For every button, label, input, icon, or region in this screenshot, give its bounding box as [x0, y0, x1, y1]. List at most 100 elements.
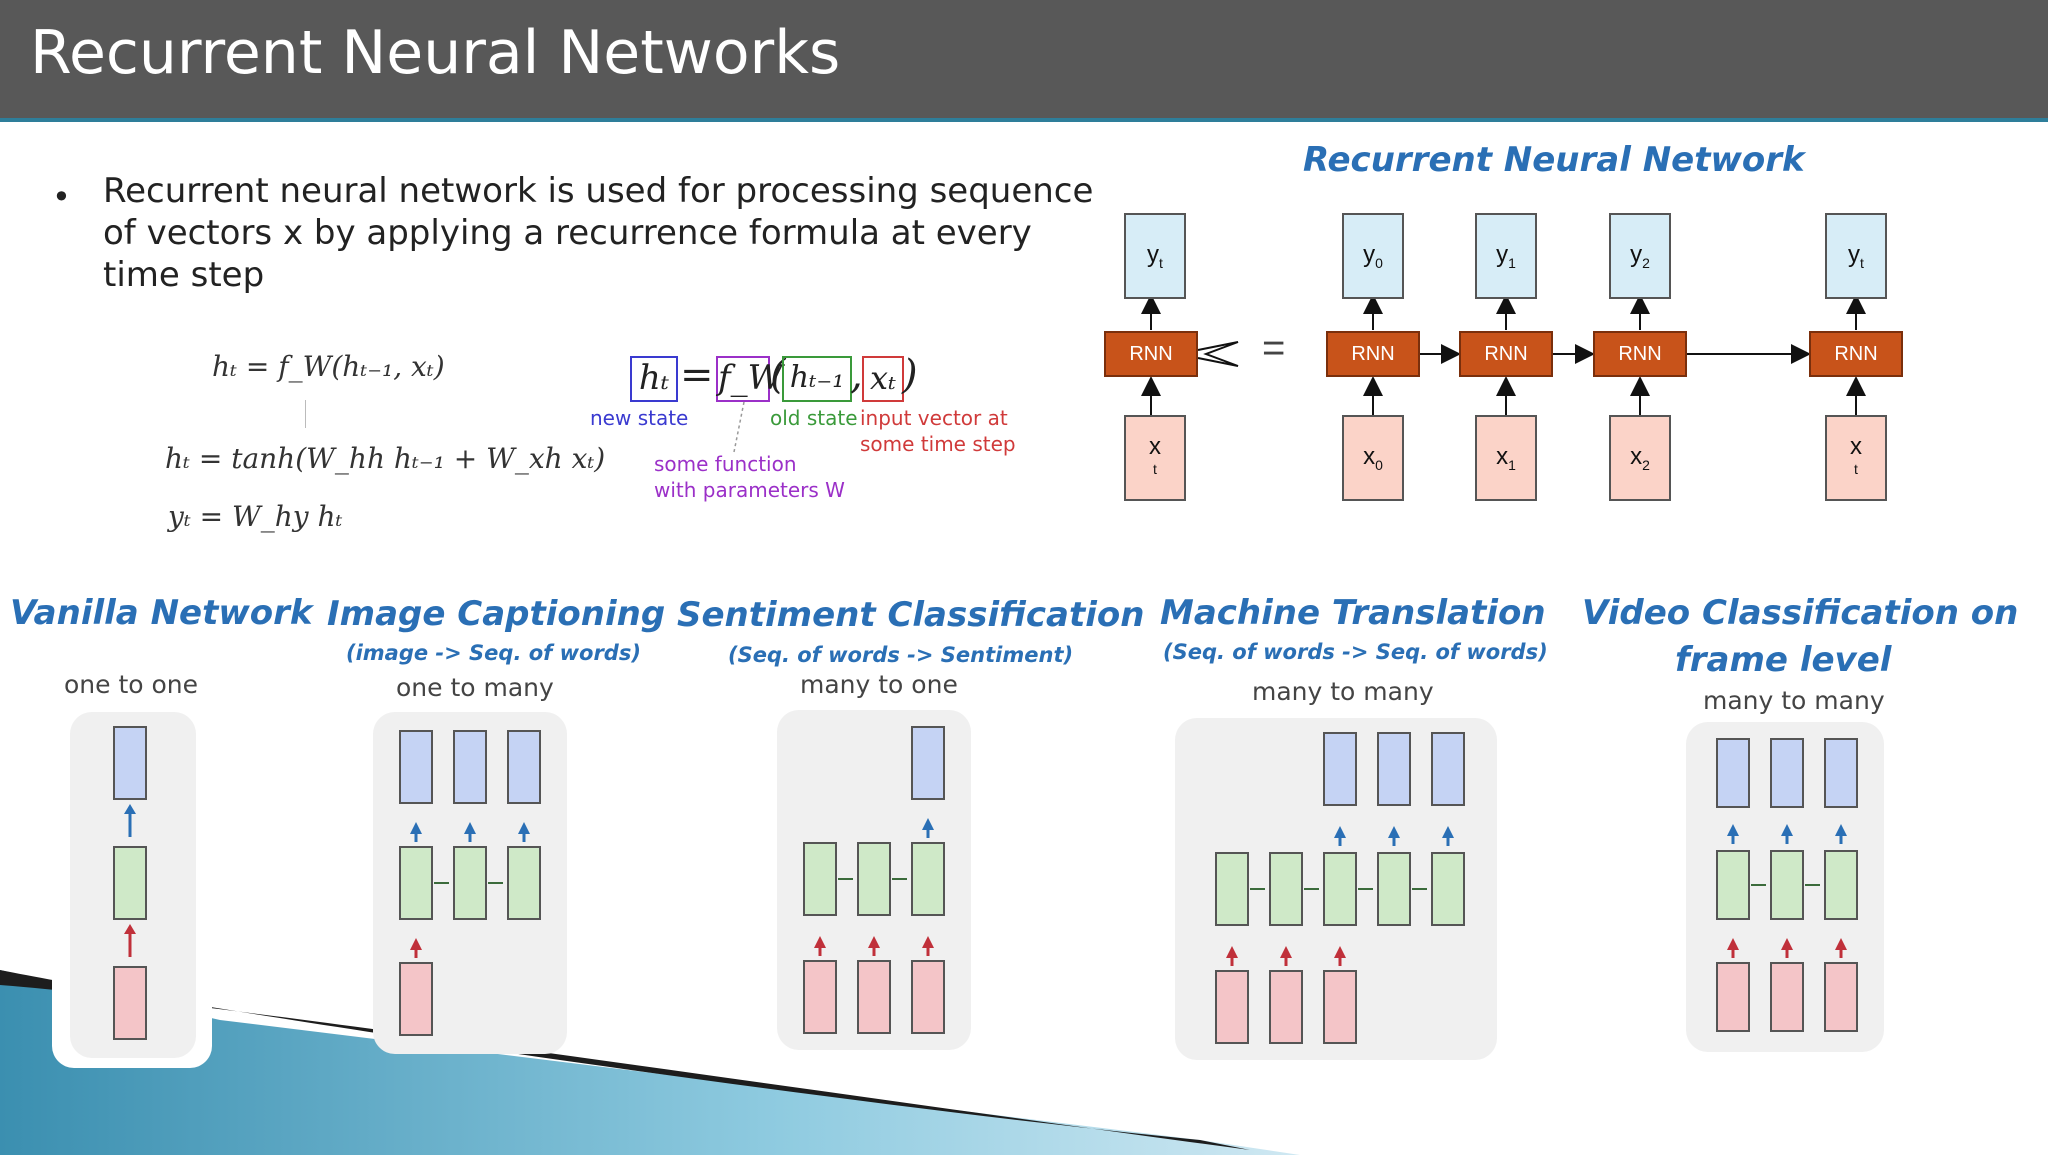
input-label-1: x — [1496, 443, 1509, 470]
hidden-cell — [453, 846, 487, 920]
formula-tanh: hₜ = tanh(W_hh hₜ₋₁ + W_xh xₜ) — [165, 442, 606, 475]
panel-many-to-one — [777, 710, 971, 1050]
bullet-marker: • — [52, 178, 71, 216]
output-cell — [113, 726, 147, 800]
type-subtitle-sentiment: (Seq. of words -> Sentiment) — [728, 643, 1074, 667]
rolled-input-sub: t — [1153, 461, 1157, 477]
formula-recurrence: hₜ = f_W(hₜ₋₁, xₜ) — [212, 350, 445, 383]
hidden-cell — [857, 842, 891, 916]
eq-function-box: f_W — [716, 356, 783, 402]
panel-arrows — [1727, 824, 1847, 958]
input-cell — [113, 966, 147, 1040]
panel-many-to-many — [1175, 718, 1497, 1060]
output-cell — [1716, 738, 1750, 808]
title-bar: Recurrent Neural Networks — [0, 0, 2048, 122]
panel-arrows — [124, 804, 136, 957]
eq-comma: , — [850, 352, 863, 398]
rolled-input-label: x — [1149, 433, 1161, 460]
output-label-2: y — [1630, 241, 1643, 268]
output-cell — [1323, 732, 1357, 806]
input-cell — [1269, 970, 1303, 1044]
eq-old-state-box: hₜ₋₁ — [782, 356, 852, 402]
eq-equals: = — [680, 352, 714, 398]
output-box-t: yt — [1825, 213, 1887, 299]
mode-label-many-to-one: many to one — [800, 670, 958, 699]
input-cell — [1770, 962, 1804, 1032]
eq-open-paren: ( — [770, 352, 786, 398]
output-label-1: y — [1496, 241, 1509, 268]
hidden-cell — [1215, 852, 1249, 926]
input-label-t: x — [1850, 433, 1862, 460]
type-title-translation: Machine Translation — [1160, 593, 1546, 633]
rnn-cell-1: RNN — [1459, 331, 1553, 377]
input-label-2: x — [1630, 443, 1643, 470]
input-sub-2: 2 — [1642, 456, 1650, 473]
output-label-0: y — [1363, 241, 1376, 268]
input-cell — [1215, 970, 1249, 1044]
type-title-video-line2: frame level — [1675, 640, 1892, 680]
eq-input-box: xₜ — [862, 356, 904, 402]
rnn-arrows — [1141, 294, 1866, 415]
input-cell — [857, 960, 891, 1034]
hidden-cell — [1824, 850, 1858, 920]
rolled-output-box: yt — [1124, 213, 1186, 299]
hidden-cell — [1323, 852, 1357, 926]
hidden-cell — [1269, 852, 1303, 926]
slide-title: Recurrent Neural Networks — [30, 18, 841, 88]
input-cell — [911, 960, 945, 1034]
input-cell — [1323, 970, 1357, 1044]
function-pointer-line — [733, 401, 745, 453]
rnn-cell-t: RNN — [1809, 331, 1903, 377]
input-sub-1: 1 — [1508, 456, 1516, 473]
panel-arrows — [814, 818, 934, 956]
eq-new-state-box: hₜ — [630, 356, 678, 402]
hidden-cell — [113, 846, 147, 920]
hidden-cell — [1770, 850, 1804, 920]
input-box-2: x2 — [1609, 415, 1671, 501]
output-cell — [507, 730, 541, 804]
output-cell — [1824, 738, 1858, 808]
mode-label-many-to-many: many to many — [1252, 677, 1434, 706]
type-title-captioning: Image Captioning — [327, 594, 666, 634]
type-title-video: Video Classification on — [1582, 593, 2019, 633]
hidden-cell — [1377, 852, 1411, 926]
label-with-params: with parameters W — [654, 478, 845, 502]
hidden-cell — [399, 846, 433, 920]
panel-many-to-many-video — [1686, 722, 1884, 1052]
panel-vanilla — [70, 712, 196, 1058]
mode-label-one-to-one: one to one — [64, 670, 199, 699]
mode-label-many-to-many-video: many to many — [1703, 686, 1885, 715]
type-subtitle-captioning: (image -> Seq. of words) — [346, 641, 641, 665]
label-some-function: some function — [654, 452, 797, 476]
input-sub-t: t — [1854, 461, 1858, 477]
rnn-cell-2: RNN — [1593, 331, 1687, 377]
output-cell — [1431, 732, 1465, 806]
hidden-cell — [911, 842, 945, 916]
output-sub-2: 2 — [1642, 254, 1650, 271]
panel-one-to-many — [373, 712, 567, 1054]
label-new-state: new state — [590, 406, 689, 430]
hidden-cell — [803, 842, 837, 916]
output-label-t: y — [1848, 241, 1861, 268]
type-title-sentiment: Sentiment Classification — [677, 595, 1145, 635]
output-cell — [1770, 738, 1804, 808]
input-cell — [399, 962, 433, 1036]
decorative-swoosh — [0, 970, 1300, 1155]
output-sub-t: t — [1860, 254, 1864, 271]
hidden-cell — [1716, 850, 1750, 920]
output-cell — [911, 726, 945, 800]
output-sub-1: 1 — [1508, 254, 1516, 271]
type-title-vanilla: Vanilla Network — [10, 593, 313, 633]
label-old-state: old state — [770, 406, 858, 430]
input-label-0: x — [1363, 443, 1376, 470]
output-box-0: y0 — [1342, 213, 1404, 299]
panel-arrows — [1226, 826, 1454, 966]
formula-connector — [305, 400, 306, 428]
input-cell — [1824, 962, 1858, 1032]
rolled-output-sub: t — [1159, 254, 1163, 271]
rnn-cell-0: RNN — [1326, 331, 1420, 377]
input-box-0: x0 — [1342, 415, 1404, 501]
output-sub-0: 0 — [1375, 254, 1383, 271]
